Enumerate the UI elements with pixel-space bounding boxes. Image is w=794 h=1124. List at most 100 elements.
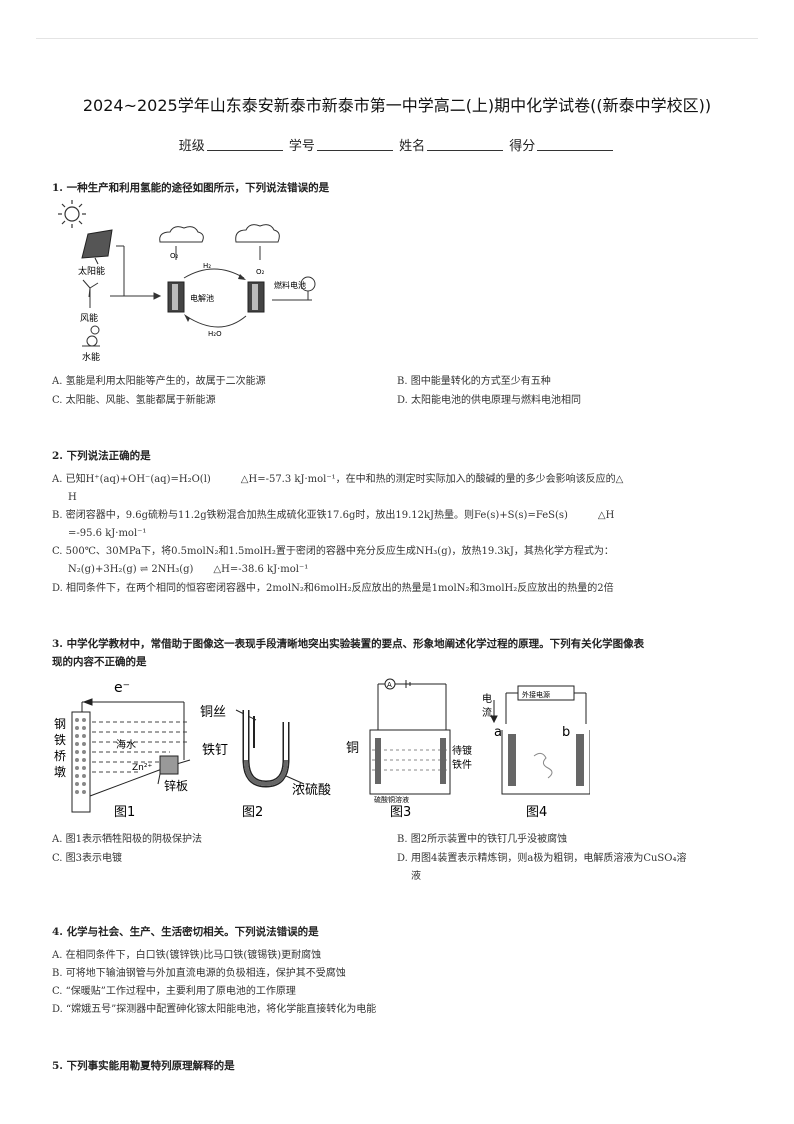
water-arrow xyxy=(185,315,247,328)
fuel-cell-label: 燃料电池 xyxy=(274,280,306,290)
sun-icon xyxy=(58,200,86,228)
score-label: 得分 xyxy=(509,139,536,154)
wind-label: 风能 xyxy=(80,312,98,324)
fig3-beaker xyxy=(369,729,451,795)
copper-electrode xyxy=(375,738,381,784)
question-3-stem: 3. 中学化学教材中，常借助于图像这一表现手段清晰地突出实验装置的要点、形象地阐… xyxy=(52,638,645,650)
q3-option-a[interactable]: A. 图1表示牺牲阳极的阴极保护法 xyxy=(52,834,202,845)
q2-option-b[interactable]: B. 密闭容器中，9.6g硫粉与11.2g铁粉混合加热生成硫化亚铁17.6g时，… xyxy=(52,510,615,521)
water-label: 水能 xyxy=(82,351,100,363)
q2-option-c[interactable]: C. 500℃、30MPa下，将0.5molN₂和1.5molH₂置于密闭的容器… xyxy=(52,546,614,557)
zn-ion-label: Zn²⁺ xyxy=(132,763,152,773)
question-1-stem: 1. 一种生产和利用氢能的途径如图所示，下列说法错误的是 xyxy=(52,182,330,194)
q1-option-d[interactable]: D. 太阳能电池的供电原理与燃料电池相同 xyxy=(397,395,582,406)
conc-acid-label: 浓硫酸 xyxy=(292,783,331,798)
zinc-plate-label: 锌板 xyxy=(164,779,188,793)
pier-label-1: 钢 xyxy=(54,717,66,731)
electrode-a xyxy=(508,734,516,786)
id-blank xyxy=(316,138,393,151)
copper-label: 铜 xyxy=(346,741,359,756)
name-label: 姓名 xyxy=(399,139,426,154)
figure-2-caption: 图2 xyxy=(242,805,263,820)
solar-panel-icon xyxy=(81,229,113,265)
q1-option-b[interactable]: B. 图中能量转化的方式至少有五种 xyxy=(397,376,551,387)
class-label: 班级 xyxy=(178,139,205,154)
cloud-right-icon xyxy=(235,224,280,243)
h2-arrow xyxy=(183,268,245,279)
q1-option-c[interactable]: C. 太阳能、风能、氢能都属于新能源 xyxy=(52,395,216,406)
seawater-label: 海水 xyxy=(116,738,136,751)
fig4-ions xyxy=(533,752,553,779)
question-1-figure: 太阳能 风能 水能 O₂ O₂ H₂ 电解池 燃料电池 H₂ xyxy=(58,200,316,363)
question-4-stem: 4. 化学与社会、生产、生活密切相关。下列说法错误的是 xyxy=(52,926,319,938)
plated-label-1: 待镀 xyxy=(452,744,472,757)
q4-option-b[interactable]: B. 可将地下输油钢管与外加直流电源的负极相连，保护其不受腐蚀 xyxy=(52,968,346,979)
current-label-2: 流 xyxy=(482,706,492,719)
pier-texture xyxy=(75,718,86,794)
score-blank xyxy=(537,138,614,151)
pier-label-3: 桥 xyxy=(54,749,66,763)
q2-option-a-cont: H xyxy=(68,492,77,503)
u-tube xyxy=(242,710,290,788)
pier-label-4: 墩 xyxy=(54,765,66,779)
ammeter-icon xyxy=(384,678,396,690)
q3-option-d-cont: 液 xyxy=(411,871,421,882)
q2-option-d[interactable]: D. 相同条件下，在两个相同的恒容密闭容器中，2molN₂和6molH₂反应放出… xyxy=(52,583,614,594)
question-3-stem-cont: 现的内容不正确的是 xyxy=(52,656,147,668)
pier-label-2: 铁 xyxy=(54,733,66,747)
water-wheel-icon xyxy=(82,325,100,347)
steel-pier xyxy=(71,711,91,813)
current-label-1: 电 xyxy=(482,692,492,705)
power-label: 外接电源 xyxy=(522,690,550,699)
copper-wire-label: 铜丝 xyxy=(200,705,226,720)
h2-label: H₂ xyxy=(203,262,211,270)
sea-water xyxy=(92,721,188,773)
fuel-cell xyxy=(247,281,265,313)
question-5-stem: 5. 下列事实能用勒夏特列原理解释的是 xyxy=(52,1060,235,1072)
fig4-beaker xyxy=(501,730,590,795)
question-2-stem: 2. 下列说法正确的是 xyxy=(52,450,151,462)
q1-option-a[interactable]: A. 氢能是利用太阳能等产生的，故属于二次能源 xyxy=(52,376,266,387)
light-bulb-icon xyxy=(298,276,316,301)
electrolyzer-label: 电解池 xyxy=(190,293,214,303)
plated-label-2: 铁件 xyxy=(452,758,472,771)
electrode-b xyxy=(576,734,584,786)
wind-turbine-icon xyxy=(82,279,99,308)
q3-option-c[interactable]: C. 图3表示电镀 xyxy=(52,853,123,864)
electrode-b-label: b xyxy=(562,725,570,740)
o2-right-label: O₂ xyxy=(256,268,265,276)
ammeter-label: A xyxy=(387,681,392,689)
q4-option-c[interactable]: C. “保暖贴”工作过程中，主要利用了原电池的工作原理 xyxy=(52,986,296,997)
q2-option-b-cont: =-95.6 kJ·mol⁻¹ xyxy=(68,528,147,539)
water-molecule-label: H₂O xyxy=(208,330,222,338)
id-label: 学号 xyxy=(288,139,315,154)
electrolyzer-cell xyxy=(167,281,185,313)
page-title: 2024~2025学年山东泰安新泰市新泰市第一中学高二(上)期中化学试卷((新泰… xyxy=(82,96,712,115)
electrode-a-label: a xyxy=(494,725,502,740)
plated-iron-electrode xyxy=(440,738,446,784)
q4-option-a[interactable]: A. 在相同条件下，白口铁(镀锌铁)比马口铁(镀锡铁)更耐腐蚀 xyxy=(52,950,322,961)
solar-label: 太阳能 xyxy=(78,265,105,277)
cloud-left-icon xyxy=(159,226,204,243)
q2-option-c-cont: N₂(g)+3H₂(g) ⇌ 2NH₃(g) △H=-38.6 kJ·mol⁻¹ xyxy=(68,564,309,575)
solution-label: 硫酸铜溶液 xyxy=(374,795,409,804)
q2-option-a[interactable]: A. 已知H⁺(aq)+OH⁻(aq)=H₂O(l) △H=-57.3 kJ·m… xyxy=(52,474,624,485)
header-divider xyxy=(36,38,758,39)
fig4-wire xyxy=(490,692,587,724)
student-info-row: 班级 学号 姓名 得分 xyxy=(0,135,794,154)
figure-1-caption: 图1 xyxy=(114,805,135,820)
figure-4-caption: 图4 xyxy=(526,805,547,820)
figure-3-caption: 图3 xyxy=(390,805,411,820)
question-3-figure: e⁻ 钢 铁 桥 墩 海水 Zn²⁺ 锌板 图1 铜丝 铁钉 xyxy=(54,678,590,820)
q3-option-b[interactable]: B. 图2所示装置中的铁钉几乎没被腐蚀 xyxy=(397,834,568,845)
iron-nail-label: 铁钉 xyxy=(202,743,228,758)
zinc-plate xyxy=(159,755,179,775)
class-blank xyxy=(206,138,283,151)
o2-left-label: O₂ xyxy=(170,252,179,260)
input-bracket xyxy=(110,245,162,300)
q4-option-d[interactable]: D. “嫦娥五号”探测器中配置砷化镓太阳能电池，将化学能直接转化为电能 xyxy=(52,1004,377,1015)
fig1-wire xyxy=(81,698,185,760)
q3-option-d[interactable]: D. 用图4装置表示精炼铜，则a极为粗铜，电解质溶液为CuSO₄溶 xyxy=(397,853,687,864)
name-blank xyxy=(427,138,504,151)
electron-label: e⁻ xyxy=(114,680,130,696)
